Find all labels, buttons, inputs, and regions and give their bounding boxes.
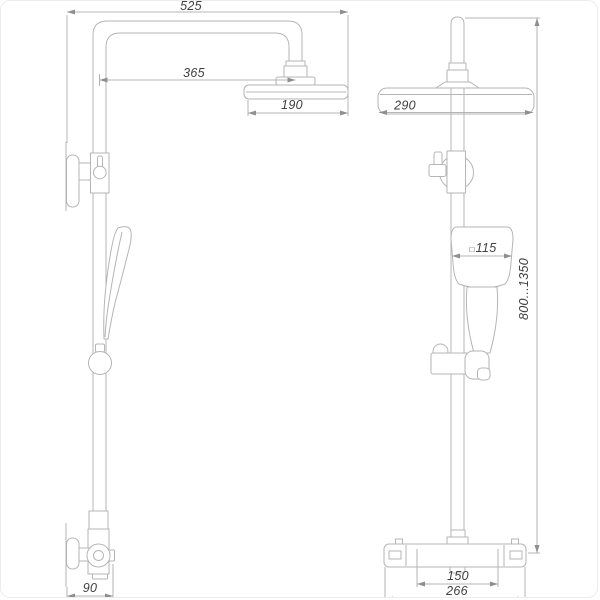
mixer-valve-side — [66, 510, 115, 580]
dim-inlet-spacing: 150 — [416, 560, 499, 587]
wall-hatch-top — [65, 142, 67, 211]
dim-height-range: 800...1350 — [465, 17, 540, 554]
mixer-valve-front — [383, 538, 527, 574]
hand-shower-front — [450, 226, 514, 354]
dim-height-range-label: 800...1350 — [517, 258, 531, 320]
shower-arm — [92, 20, 303, 85]
head-connector-front — [435, 62, 480, 89]
dim-arm-reach: 365 — [99, 66, 296, 86]
dim-inlet-spacing-label: 150 — [447, 569, 469, 583]
side-view: 525 365 190 90 — [65, 1, 349, 597]
dim-wall-offset: 90 — [66, 564, 114, 597]
riser-pipe-front — [450, 16, 465, 544]
dim-head-depth: 190 — [247, 98, 348, 116]
dim-mixer-width-label: 266 — [445, 584, 468, 598]
hand-shower-side — [103, 226, 132, 340]
slider-holder-side — [88, 343, 112, 375]
riser-pipe-side — [92, 35, 107, 523]
dim-arm-span-label: 525 — [180, 1, 202, 13]
rain-shower-head-side — [243, 60, 349, 100]
dim-hand-shower-width: □115 — [452, 241, 512, 259]
dim-hand-shower-width-label: □115 — [470, 241, 497, 255]
dim-head-width-label: 290 — [393, 99, 416, 113]
dim-arm-span: 525 — [66, 1, 349, 143]
dim-arm-reach-label: 365 — [183, 66, 205, 80]
slider-holder-front — [430, 343, 491, 381]
front-view: 290 □115 — [377, 16, 540, 598]
dim-head-width: 290 — [379, 99, 533, 115]
dim-mixer-width: 266 — [384, 567, 526, 598]
dim-head-depth-label: 190 — [281, 98, 303, 112]
bracket-clamp-front — [428, 150, 466, 194]
dim-wall-offset-label: 90 — [83, 581, 98, 595]
wall-hatch-bottom — [65, 523, 67, 587]
mixer-collar-front — [446, 529, 469, 546]
wall-bracket-side — [66, 152, 110, 208]
